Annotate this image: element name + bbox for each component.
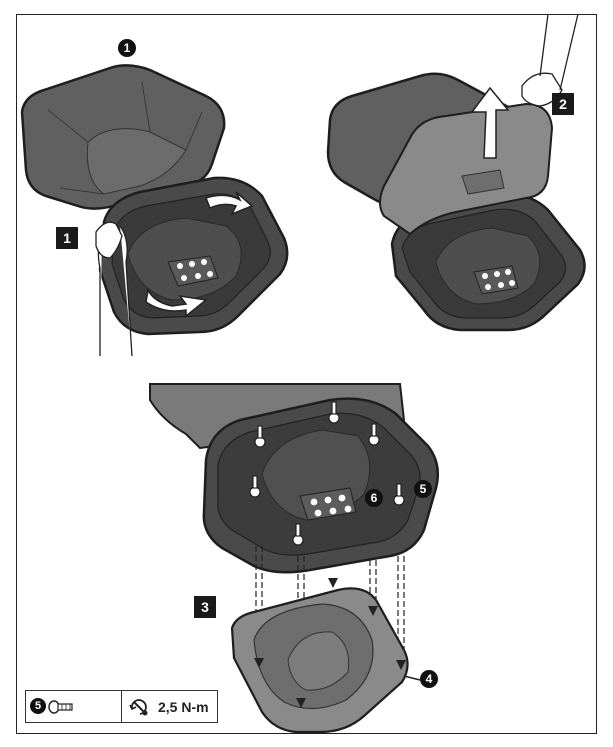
callout-4: 4 bbox=[420, 670, 438, 688]
step2-case bbox=[326, 13, 586, 332]
step1-case bbox=[20, 64, 289, 357]
torque-legend: 5 2,5 N-m bbox=[25, 690, 218, 723]
callout-1: 1 bbox=[118, 39, 136, 57]
callout-6: 6 bbox=[365, 489, 383, 507]
legend-screw-callout: 5 bbox=[30, 698, 46, 714]
step3-case bbox=[149, 383, 439, 734]
legend-torque-cell: 2,5 N-m bbox=[122, 691, 217, 722]
legend-screw-cell: 5 bbox=[26, 691, 122, 722]
screw-icon bbox=[48, 700, 73, 714]
step-1-badge: 1 bbox=[56, 227, 78, 249]
torque-wrench-icon bbox=[129, 699, 148, 716]
page-frame bbox=[16, 14, 597, 734]
torque-value: 2,5 N-m bbox=[158, 699, 209, 715]
callout-4-leader bbox=[403, 675, 421, 681]
callout-5: 5 bbox=[414, 480, 432, 498]
step-2-badge: 2 bbox=[552, 93, 574, 115]
step-3-badge: 3 bbox=[194, 596, 216, 618]
